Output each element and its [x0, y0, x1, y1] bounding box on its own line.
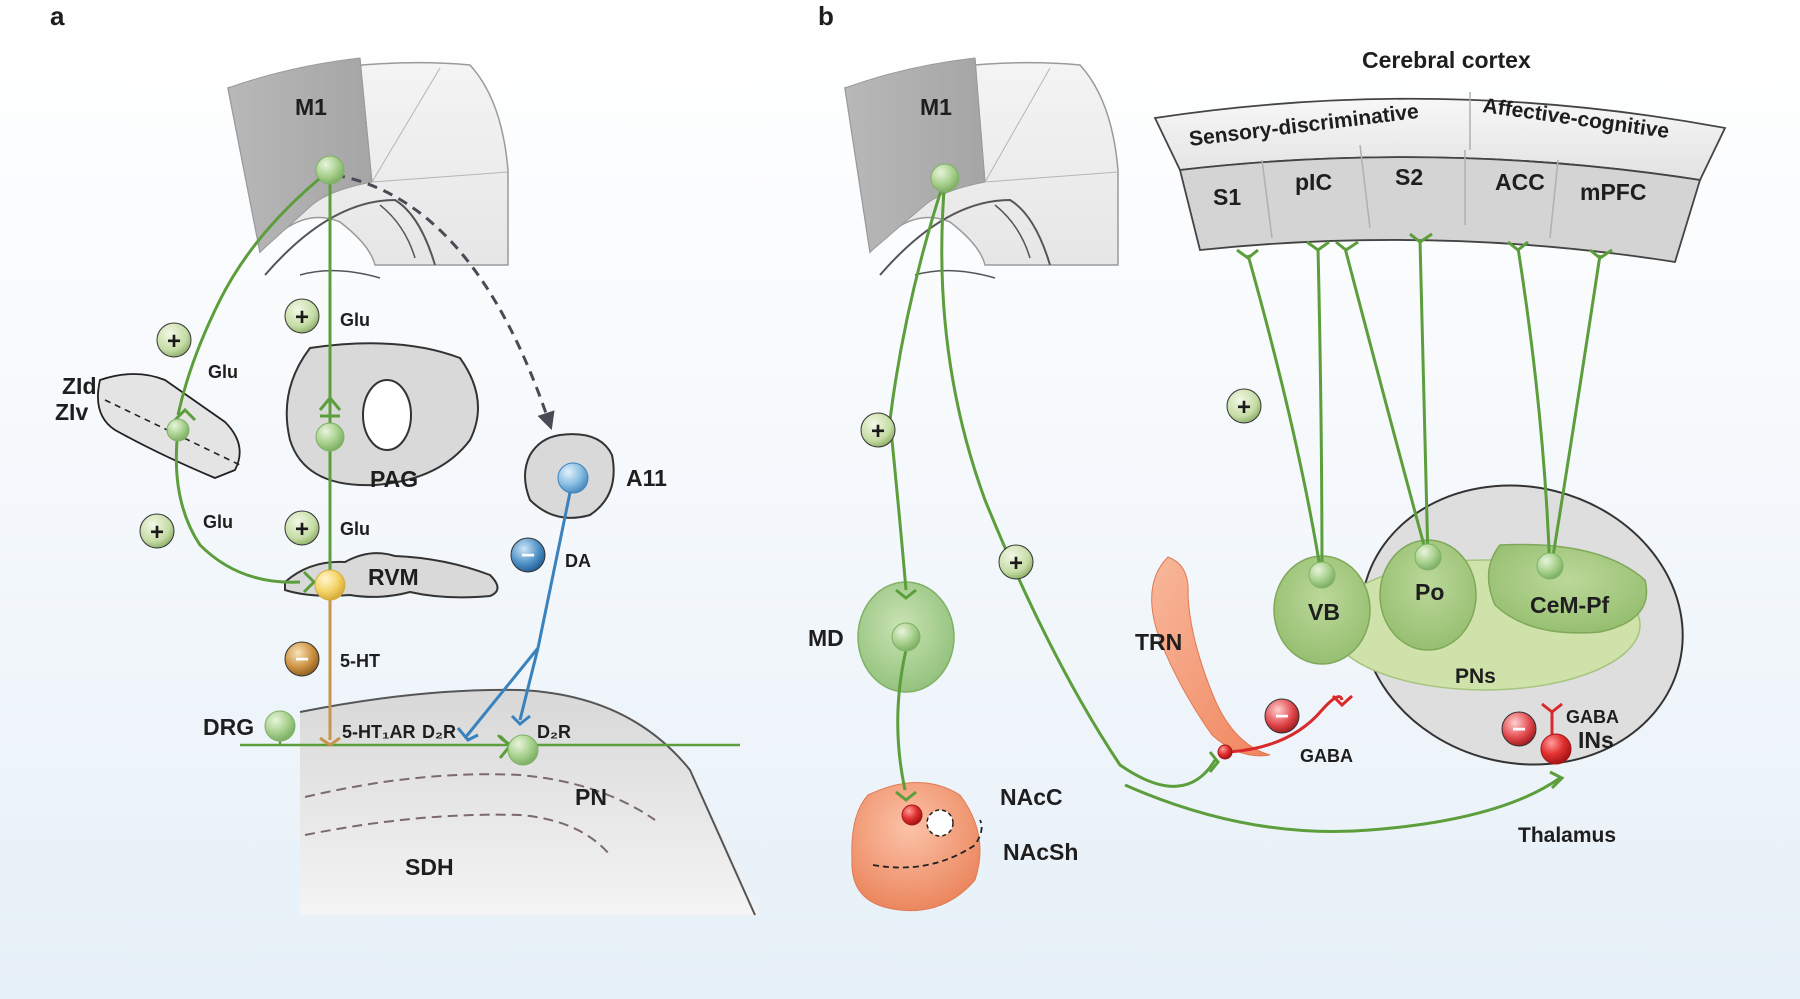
cortex-block-b: [844, 57, 1119, 279]
glu-label-rvm: Glu: [340, 519, 370, 539]
cem-pf-neuron: [1536, 552, 1564, 580]
svg-text:+: +: [1009, 550, 1023, 577]
pic-label: pIC: [1295, 169, 1332, 195]
vb-label: VB: [1308, 599, 1340, 625]
pag-neuron: [315, 422, 345, 452]
zid-label: ZId: [62, 373, 97, 399]
panel-b-label: b: [818, 1, 834, 31]
m1-neuron-a: [315, 155, 345, 185]
minus-sign-ins-gaba: −: [1501, 711, 1537, 747]
pag-label: PAG: [370, 466, 418, 492]
sdh-label: SDH: [405, 854, 454, 880]
mpfc-label: mPFC: [1580, 179, 1646, 205]
vb-neuron: [1308, 561, 1336, 589]
svg-text:+: +: [1237, 394, 1251, 421]
panel-b: b M1 Cerebral cortex Sensory-discriminat…: [808, 1, 1727, 912]
glutamatergic-pathways-a: [173, 168, 740, 759]
cem-pf-label: CeM-Pf: [1530, 592, 1610, 618]
ziv-label: ZIv: [55, 399, 88, 425]
plus-sign-rvm: +: [284, 510, 320, 546]
thalamic-interneuron: [1540, 733, 1572, 765]
nacc-neuron: [901, 804, 923, 826]
serotonin-label: 5-HT: [340, 651, 380, 671]
s2-label: S2: [1395, 164, 1423, 190]
dopamine-label: DA: [565, 551, 591, 571]
nucleus-accumbens: [851, 782, 983, 912]
svg-text:−: −: [1275, 703, 1289, 730]
nacc-label: NAcC: [1000, 784, 1063, 810]
cerebral-cortex-title: Cerebral cortex: [1362, 47, 1531, 73]
gaba-label-ins: GABA: [1566, 707, 1619, 727]
acc-label: ACC: [1495, 169, 1545, 195]
glutamatergic-pathways-b: [888, 177, 1613, 833]
svg-text:−: −: [521, 542, 535, 569]
md-label: MD: [808, 625, 844, 651]
svg-text:+: +: [871, 418, 885, 445]
pns-label: PNs: [1455, 665, 1496, 688]
po-label: Po: [1415, 579, 1444, 605]
thalamus-label: Thalamus: [1518, 824, 1616, 847]
svg-text:+: +: [295, 516, 309, 543]
glu-label-zi-upper: Glu: [208, 362, 238, 382]
plus-sign-md-pathway: +: [860, 412, 896, 448]
svg-text:+: +: [150, 519, 164, 546]
minus-sign-trn-gaba: −: [1264, 698, 1300, 734]
ins-label: INs: [1578, 727, 1614, 753]
a11-label: A11: [626, 465, 667, 491]
zi-neuron: [166, 418, 190, 442]
receptor-d2-right-label: D₂R: [537, 722, 571, 742]
glu-label-zi-lower: Glu: [203, 512, 233, 532]
gaba-label-trn: GABA: [1300, 746, 1353, 766]
s1-label: S1: [1213, 184, 1241, 210]
serotonergic-pathway: [319, 595, 341, 747]
a11-dopaminergic-neuron: [557, 462, 589, 494]
minus-sign-serotonin: −: [284, 641, 320, 677]
m1-label-b: M1: [920, 94, 952, 120]
plus-sign-zi-lower: +: [139, 513, 175, 549]
cortex-block-a: [227, 57, 509, 279]
thalamus-region: [1273, 484, 1684, 766]
plus-sign-glu-top: +: [284, 298, 320, 334]
glu-label-top: Glu: [340, 310, 370, 330]
trn-region: [1151, 556, 1271, 757]
rvm-label: RVM: [368, 564, 419, 590]
drg-label: DRG: [203, 714, 254, 740]
m1-label-a: M1: [295, 94, 327, 120]
m1-neuron-b: [930, 163, 960, 193]
svg-text:+: +: [295, 304, 309, 331]
plus-sign-thalamic-pathway: +: [998, 544, 1034, 580]
svg-text:+: +: [167, 328, 181, 355]
plus-sign-thalamocortical: +: [1226, 388, 1262, 424]
drg-neuron: [264, 710, 296, 742]
nacsh-label: NAcSh: [1003, 839, 1078, 865]
minus-sign-dopamine: −: [510, 537, 546, 573]
cortex-banner: [1153, 92, 1727, 264]
m1-to-a11-dashed-projection: [334, 173, 555, 431]
rvm-serotonergic-neuron: [314, 569, 346, 601]
receptor-d2-left-label: D₂R: [422, 722, 456, 742]
receptor-5ht1a-label: 5-HT₁AR: [342, 722, 415, 742]
pn-label: PN: [575, 784, 607, 810]
svg-text:−: −: [295, 646, 309, 673]
md-neuron: [891, 622, 921, 652]
trn-neuron: [1217, 744, 1233, 760]
dopaminergic-pathway: [456, 477, 575, 742]
panel-a: a M1 ZId ZIv PAG RVM: [50, 1, 760, 916]
svg-text:−: −: [1512, 716, 1526, 743]
plus-sign-zi-upper: +: [156, 322, 192, 358]
trn-label: TRN: [1135, 629, 1182, 655]
pag-region: [285, 342, 479, 487]
po-neuron: [1414, 543, 1442, 571]
dorsal-horn-neuron: [507, 734, 539, 766]
panel-a-label: a: [50, 1, 65, 31]
